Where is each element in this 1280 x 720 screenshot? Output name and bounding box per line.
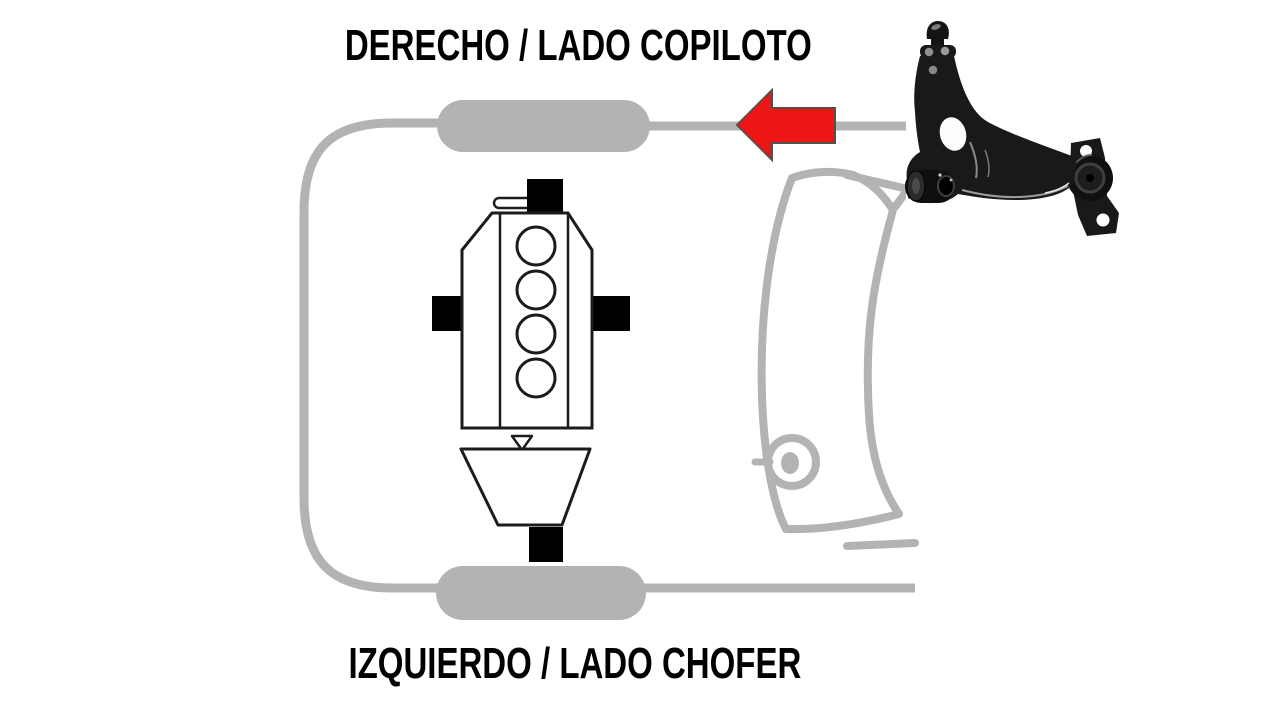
engine-mount-left: [432, 296, 462, 331]
engine-cylinders: [515, 225, 557, 399]
steering-wheel-icon: [751, 434, 820, 490]
engine-top-view: [432, 179, 630, 562]
arm-hole: [939, 117, 967, 151]
engine-mount-right: [592, 296, 630, 331]
car-front-outline: [299, 118, 445, 593]
label-left-side-text: IZQUIERDO / LADO CHOFER: [348, 639, 802, 688]
control-arm-photo: [905, 21, 1119, 236]
tire-top: [437, 100, 650, 152]
left-block-arrow-icon: [735, 87, 836, 163]
tire-bottom: [436, 566, 646, 620]
valve-triangle: [510, 434, 534, 452]
ball-joint: [920, 21, 956, 76]
label-left-side: IZQUIERDO / LADO CHOFER: [0, 642, 1150, 686]
arm-body: [906, 53, 1077, 204]
label-right-side-text: DERECHO / LADO COPILOTO: [344, 21, 812, 70]
windshield-outline: [757, 167, 919, 550]
side-mirror-line-bottom: [843, 539, 919, 550]
label-right-side: DERECHO / LADO COPILOTO: [0, 24, 1156, 68]
transmission: [459, 447, 592, 527]
dipstick: [492, 196, 534, 210]
engine-mount-bottom: [529, 527, 563, 562]
front-bushing: [905, 170, 955, 203]
